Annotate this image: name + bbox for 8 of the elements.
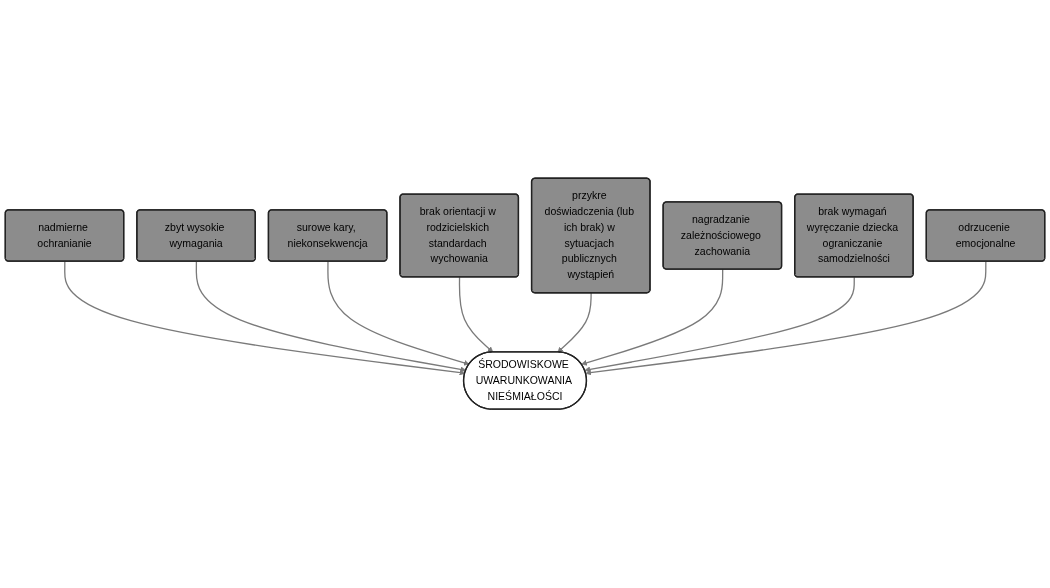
arrow [557, 292, 592, 353]
arrow [195, 261, 467, 373]
arrow [327, 261, 470, 366]
arrow [458, 276, 494, 353]
arrow [584, 276, 855, 373]
arrow [585, 261, 987, 376]
arrow [64, 261, 466, 376]
arrow [581, 269, 724, 366]
